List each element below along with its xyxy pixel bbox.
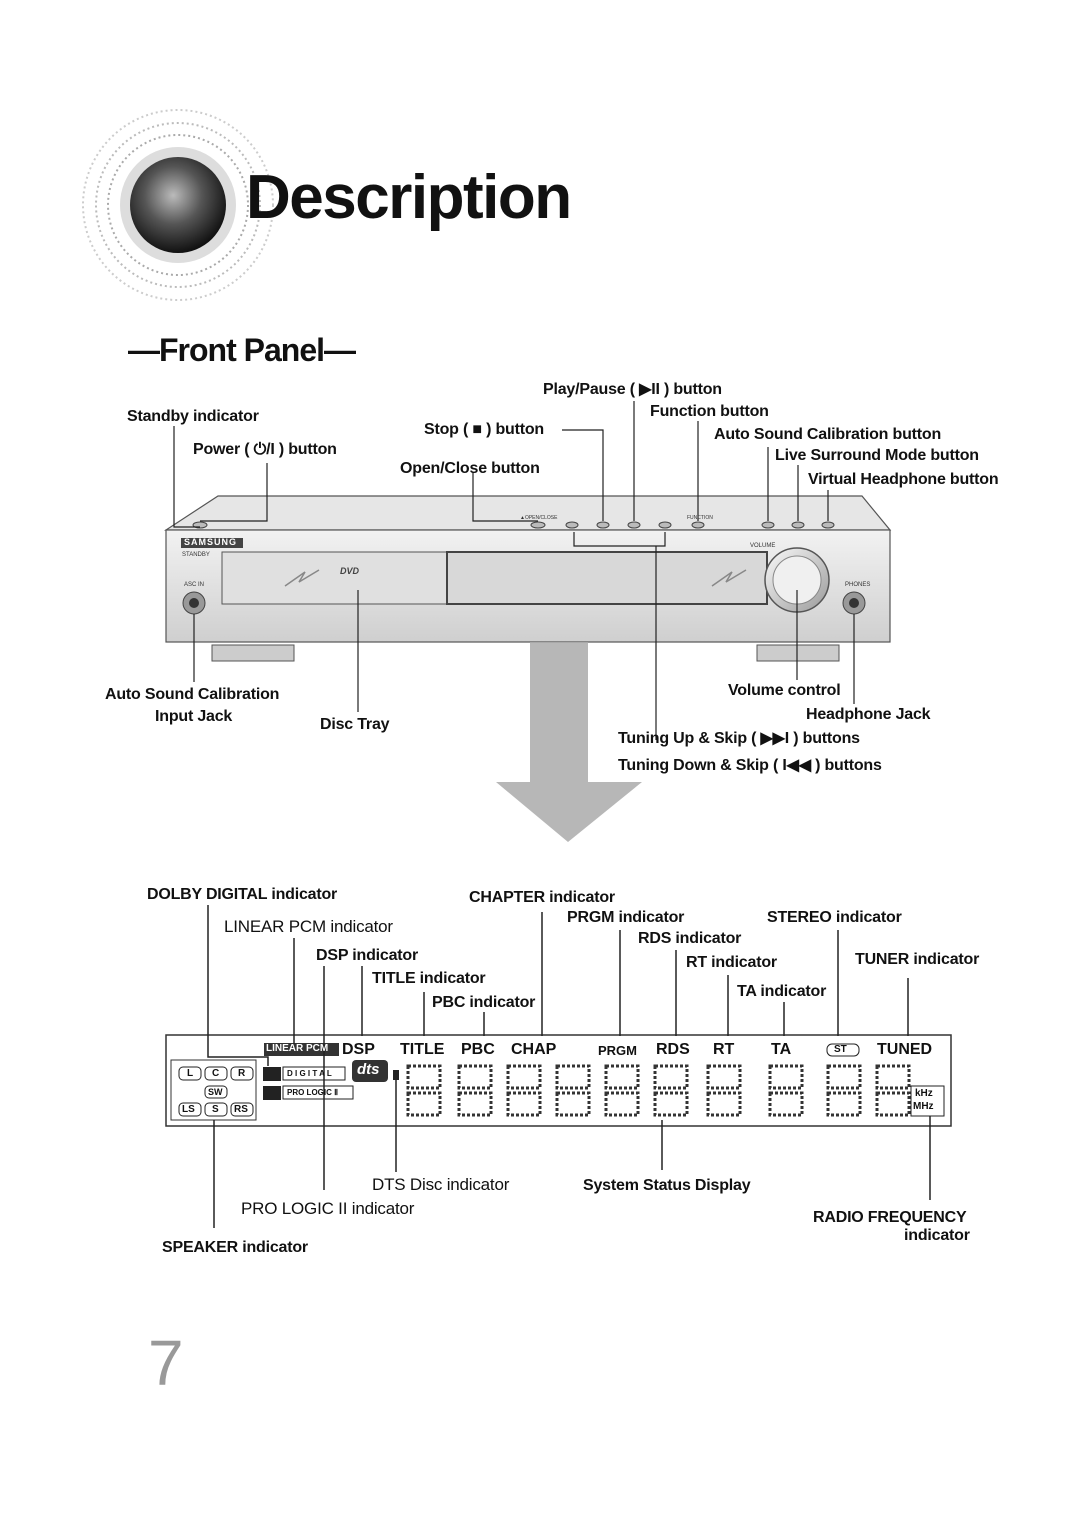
panel-khz: kHz [915, 1088, 933, 1099]
segment-digit [555, 1064, 591, 1090]
panel-dsp: DSP [342, 1041, 375, 1058]
page-title: Description [246, 163, 572, 232]
segment-digit [604, 1064, 640, 1090]
panel-linear-pcm: LINEAR PCM [266, 1043, 329, 1054]
display-panel-drawing [165, 905, 952, 1228]
foot-left [211, 644, 295, 662]
page-number: 7 [148, 1327, 184, 1399]
label-dsp: DSP indicator [316, 947, 419, 964]
segment-digit [406, 1064, 442, 1090]
segment-digit [768, 1064, 804, 1090]
label-asc-jack-2: Input Jack [155, 708, 233, 725]
segment-digit [706, 1064, 742, 1090]
openclose-small: ▲OPEN/CLOSE [520, 515, 558, 521]
label-tuning-up: Tuning Up & Skip ( ▶▶I ) buttons [618, 730, 860, 747]
panel-rt: RT [713, 1041, 735, 1058]
speaker-s: S [212, 1104, 219, 1115]
label-power: Power ( ⏻/I ) button [193, 441, 337, 458]
label-chapter: CHAPTER indicator [469, 889, 615, 906]
label-function: Function button [650, 403, 769, 420]
label-radio-freq-1: RADIO FREQUENCY [813, 1209, 967, 1226]
panel-dts: dts [357, 1061, 380, 1078]
disc-logo-icon [82, 109, 274, 301]
speaker-r: R [238, 1068, 246, 1079]
standby-small: STANDBY [182, 552, 210, 558]
segment-digit [604, 1091, 640, 1117]
function-small: FUNCTION [687, 515, 713, 521]
label-dolby-digital: DOLBY DIGITAL indicator [147, 886, 338, 903]
panel-chap: CHAP [511, 1041, 557, 1058]
panel-ta: TA [771, 1041, 792, 1058]
label-pro-logic: PRO LOGIC II indicator [241, 1199, 415, 1218]
volume-small: VOLUME [750, 543, 776, 549]
section-heading: —Front Panel— [128, 332, 356, 368]
dvd-logo: DVD [340, 566, 360, 576]
front-panel-drawing [163, 401, 892, 842]
segment-digit [457, 1064, 493, 1090]
label-stereo: STEREO indicator [767, 909, 902, 926]
segment-digit [653, 1064, 689, 1090]
label-asc-jack-1: Auto Sound Calibration [105, 686, 280, 703]
segment-digit [457, 1091, 493, 1117]
label-tuning-down: Tuning Down & Skip ( I◀◀ ) buttons [618, 757, 882, 774]
panel-title: TITLE [400, 1041, 445, 1058]
segment-digit [706, 1091, 742, 1117]
speaker-l: L [187, 1068, 194, 1079]
speaker-ls: LS [182, 1104, 195, 1115]
label-ta: TA indicator [737, 983, 827, 1000]
label-volume: Volume control [728, 682, 841, 699]
segment-digit [875, 1091, 911, 1117]
label-headphone: Headphone Jack [806, 706, 931, 723]
device-brand: SAMSUNG [184, 537, 238, 547]
panel-mhz: MHz [913, 1101, 934, 1112]
label-radio-freq-2: indicator [904, 1227, 970, 1244]
label-standby: Standby indicator [127, 408, 259, 425]
label-disc-tray: Disc Tray [320, 716, 390, 733]
panel-rds: RDS [656, 1041, 690, 1058]
segment-digit [506, 1064, 542, 1090]
speaker-rs: RS [234, 1104, 248, 1115]
label-dts-disc: DTS Disc indicator [372, 1175, 510, 1194]
label-speaker: SPEAKER indicator [162, 1239, 308, 1256]
speaker-c: C [212, 1068, 220, 1079]
segment-digit [768, 1091, 804, 1117]
label-prgm: PRGM indicator [567, 909, 685, 926]
label-system-status: System Status Display [583, 1177, 751, 1194]
panel-pbc: PBC [461, 1041, 495, 1058]
label-title: TITLE indicator [372, 970, 486, 987]
panel-tuned: TUNED [877, 1041, 933, 1058]
label-tuner: TUNER indicator [855, 951, 980, 968]
segment-digit [555, 1091, 591, 1117]
down-arrow [496, 642, 642, 842]
segment-digit [826, 1064, 862, 1090]
label-play-pause: Play/Pause ( ▶II ) button [543, 381, 722, 398]
label-live-surround: Live Surround Mode button [775, 447, 979, 464]
label-open-close: Open/Close button [400, 460, 540, 477]
label-auto-calib: Auto Sound Calibration button [714, 426, 942, 443]
segment-digit [406, 1091, 442, 1117]
label-rt: RT indicator [686, 954, 777, 971]
asc-in-small: ASC IN [184, 582, 205, 588]
speaker-sw: SW [208, 1087, 223, 1097]
device-top [163, 495, 892, 531]
segment-digit [875, 1064, 911, 1090]
brand-strip [181, 538, 243, 548]
panel-prgm: PRGM [598, 1043, 637, 1058]
panel-pro-logic: PRO LOGIC Ⅱ [287, 1088, 339, 1097]
panel-st: ST [834, 1044, 847, 1055]
foot-right [756, 644, 840, 662]
panel-digital: D I G I T A L [287, 1069, 332, 1078]
segment-digit [826, 1091, 862, 1117]
segment-digit [653, 1091, 689, 1117]
phones-small: PHONES [845, 582, 871, 588]
label-linear-pcm: LINEAR PCM indicator [224, 917, 393, 936]
segment-digit [506, 1091, 542, 1117]
label-pbc: PBC indicator [432, 994, 536, 1011]
label-virtual-headphone: Virtual Headphone button [808, 471, 999, 488]
label-rds: RDS indicator [638, 930, 742, 947]
label-stop: Stop ( ■ ) button [424, 421, 544, 438]
disc-tray [446, 551, 768, 605]
